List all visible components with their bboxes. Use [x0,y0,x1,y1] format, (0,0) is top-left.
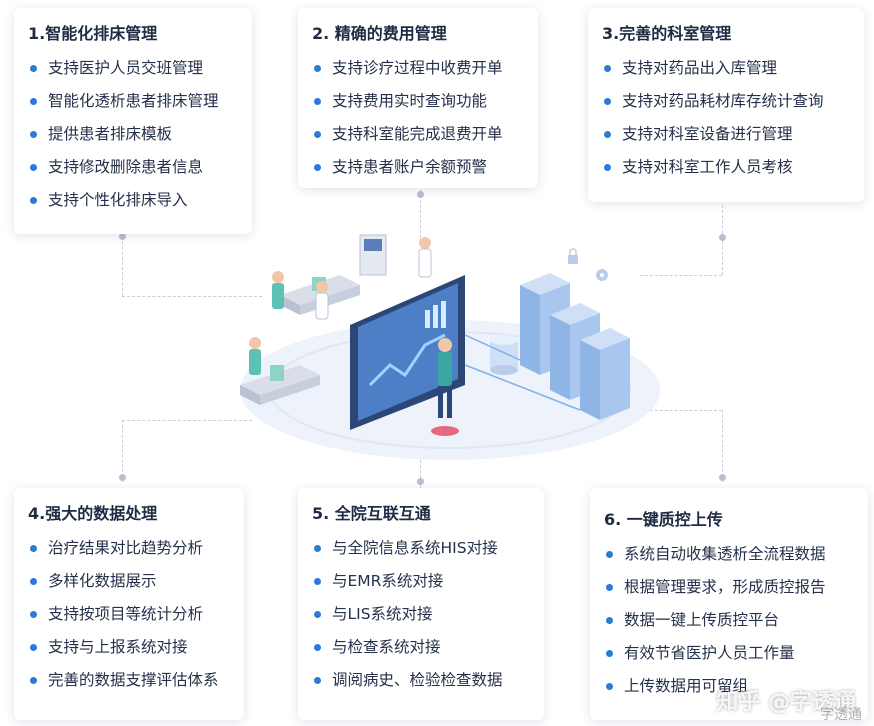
server-rack-icon [580,328,630,420]
list-item: 根据管理要求，形成质控报告 [604,571,854,604]
connector-4-h [122,420,252,421]
list-item: 治疗结果对比趋势分析 [28,532,230,565]
dialysis-machine-icon [359,234,387,276]
connector-1-h [122,296,262,297]
card-list: 支持诊疗过程中收费开单 支持费用实时查询功能 支持科室能完成退费开单 支持患者账… [312,52,524,184]
connector-dot-1 [119,233,126,240]
list-item: 与LIS系统对接 [312,598,530,631]
card-list: 支持对药品出入库管理 支持对药品耗材库存统计查询 支持对科室设备进行管理 支持对… [602,52,850,184]
hospital-system-illustration [240,234,660,460]
connector-4 [122,420,123,482]
list-item: 系统自动收集透析全流程数据 [604,538,854,571]
connector-dot-3 [719,234,726,241]
list-item: 调阅病史、检验检查数据 [312,664,530,697]
list-item: 支持科室能完成退费开单 [312,118,524,151]
card-list: 与全院信息系统HIS对接 与EMR系统对接 与LIS系统对接 与检查系统对接 调… [312,532,530,697]
feature-card-6: 6. 一键质控上传 系统自动收集透析全流程数据 根据管理要求，形成质控报告 数据… [590,488,868,720]
feature-card-2: 2. 精确的费用管理 支持诊疗过程中收费开单 支持费用实时查询功能 支持科室能完… [298,8,538,188]
list-item: 支持医护人员交班管理 [28,52,238,85]
list-item: 有效节省医护人员工作量 [604,637,854,670]
connector-dot-6 [719,474,726,481]
list-item: 与EMR系统对接 [312,565,530,598]
list-item: 支持诊疗过程中收费开单 [312,52,524,85]
connector-6-h [640,410,722,411]
lock-icon [568,248,578,264]
list-item: 支持按项目等统计分析 [28,598,230,631]
connector-6 [722,410,723,482]
feature-card-3: 3.完善的科室管理 支持对药品出入库管理 支持对药品耗材库存统计查询 支持对科室… [588,8,864,202]
connector-1 [122,236,123,296]
list-item: 支持患者账户余额预警 [312,151,524,184]
list-item: 提供患者排床模板 [28,118,238,151]
card-title: 2. 精确的费用管理 [312,24,447,43]
feature-card-1: 1.智能化排床管理 支持医护人员交班管理 智能化透析患者排床管理 提供患者排床模… [14,8,252,234]
card-title: 3.完善的科室管理 [602,24,732,43]
presenter-icon [431,338,459,436]
card-title: 1.智能化排床管理 [28,24,158,43]
database-icon [490,335,518,375]
list-item: 智能化透析患者排床管理 [28,85,238,118]
list-item: 支持对药品出入库管理 [602,52,850,85]
card-title: 6. 一键质控上传 [604,510,723,529]
gear-icon [596,269,608,281]
list-item: 支持修改删除患者信息 [28,151,238,184]
doctor-icon [418,237,432,278]
list-item: 支持对科室设备进行管理 [602,118,850,151]
list-item: 数据一键上传质控平台 [604,604,854,637]
list-item: 支持与上报系统对接 [28,631,230,664]
watermark-small: 字透通 [820,707,862,723]
list-item: 完善的数据支撑评估体系 [28,664,230,697]
feature-card-4: 4.强大的数据处理 治疗结果对比趋势分析 多样化数据展示 支持按项目等统计分析 … [14,488,244,720]
connector-dot-2 [417,191,424,198]
connector-dot-4 [119,474,126,481]
list-item: 支持费用实时查询功能 [312,85,524,118]
card-list: 支持医护人员交班管理 智能化透析患者排床管理 提供患者排床模板 支持修改删除患者… [28,52,238,217]
connector-2 [420,190,421,238]
network-line [464,334,521,361]
list-item: 与全院信息系统HIS对接 [312,532,530,565]
list-item: 支持对药品耗材库存统计查询 [602,85,850,118]
connector-5 [420,450,421,488]
hospital-bed-icon [240,365,320,405]
connector-3-h [640,275,722,276]
network-line [464,364,581,411]
emr-screen-icon [350,275,465,430]
medical-staff-icon [249,271,329,375]
list-item: 支持对科室工作人员考核 [602,151,850,184]
list-item: 与检查系统对接 [312,631,530,664]
card-title: 5. 全院互联互通 [312,504,431,523]
card-title: 4.强大的数据处理 [28,504,158,523]
list-item: 上传数据用可留组 [604,670,854,703]
connector-dot-5 [417,478,424,485]
card-list: 系统自动收集透析全流程数据 根据管理要求，形成质控报告 数据一键上传质控平台 有… [604,538,854,703]
watermark: 知乎 @字透通 [716,690,856,715]
card-list: 治疗结果对比趋势分析 多样化数据展示 支持按项目等统计分析 支持与上报系统对接 … [28,532,230,697]
list-item: 支持个性化排床导入 [28,184,238,217]
list-item: 多样化数据展示 [28,565,230,598]
feature-card-5: 5. 全院互联互通 与全院信息系统HIS对接 与EMR系统对接 与LIS系统对接… [298,488,544,720]
